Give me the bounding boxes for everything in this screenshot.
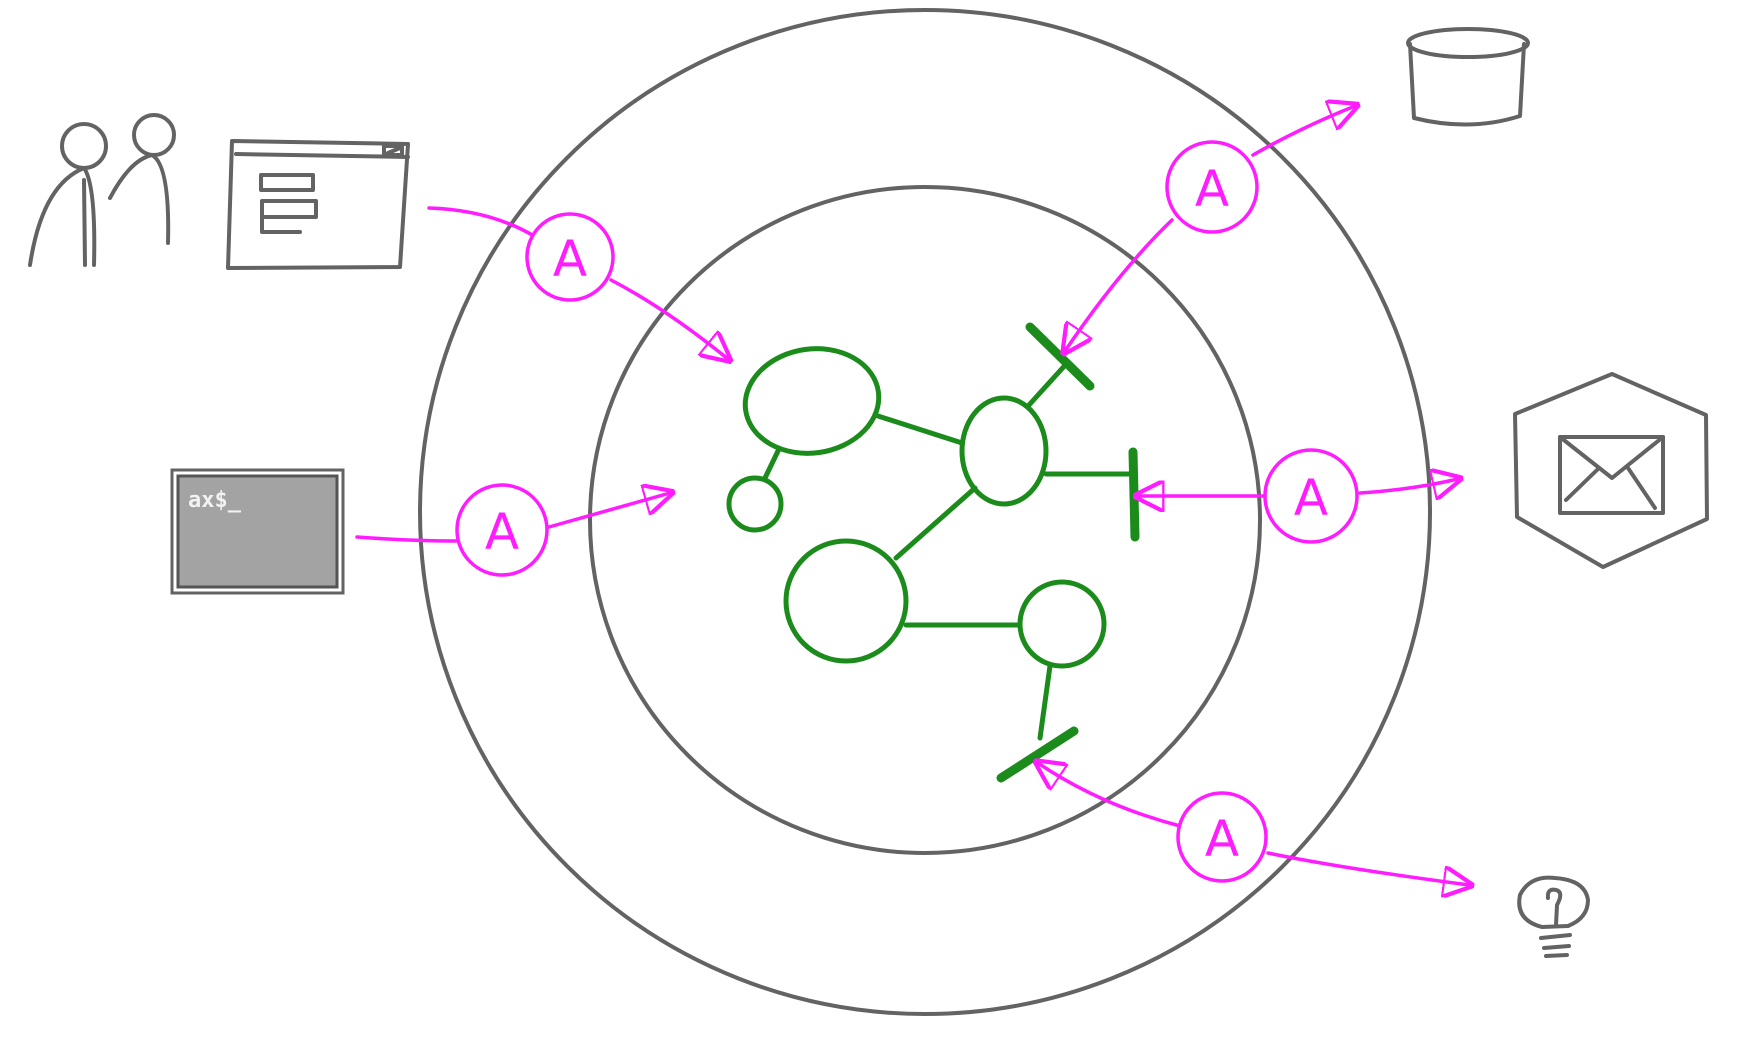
connection-gui-to-core xyxy=(609,278,728,359)
adapter: A xyxy=(1176,791,1268,883)
connection-terminal-to-core xyxy=(547,493,670,529)
domain-link xyxy=(893,485,978,561)
port-bottom xyxy=(996,726,1079,783)
domain-node-center xyxy=(959,395,1049,507)
domain-node-right xyxy=(1017,579,1107,669)
outer-ring xyxy=(418,8,1432,1016)
adapter-label: A xyxy=(1205,810,1239,868)
domain-core xyxy=(726,322,1140,783)
connection-db-to-port xyxy=(1065,218,1174,351)
adapter-circle xyxy=(455,483,549,577)
adapter-circle xyxy=(1165,140,1259,234)
adapter: A xyxy=(1263,448,1359,544)
adapter: A xyxy=(525,212,615,302)
adapter-label: A xyxy=(485,503,519,561)
domain-node-small xyxy=(726,475,784,533)
adapter-circle xyxy=(525,212,615,302)
adapter: A xyxy=(1165,140,1259,234)
domain-link xyxy=(1037,663,1053,741)
gui-window-icon xyxy=(226,139,410,270)
port-top xyxy=(1025,322,1095,391)
lightbulb-icon xyxy=(1517,875,1590,958)
terminal-icon: ax$_ xyxy=(170,468,345,595)
adapter-connections xyxy=(355,106,1469,885)
terminal-prompt: ax$_ xyxy=(188,488,242,513)
connection-terminal-in xyxy=(355,535,458,543)
connection-bulb-to-port xyxy=(1038,763,1182,828)
inner-ring xyxy=(588,185,1262,855)
connection-gui-in xyxy=(427,206,536,238)
adapter-label: A xyxy=(1195,160,1229,218)
adapter-circle xyxy=(1263,448,1359,544)
connection-bulb-out xyxy=(1266,851,1469,885)
port-right xyxy=(1128,447,1140,542)
domain-link xyxy=(762,448,781,481)
connection-db-out xyxy=(1251,106,1355,157)
domain-node-large-top xyxy=(742,346,882,456)
adapter-label: A xyxy=(553,230,587,288)
connection-mail-out xyxy=(1358,479,1458,493)
adapter-circle xyxy=(1176,791,1268,883)
domain-link xyxy=(875,413,965,446)
users-icon xyxy=(28,113,176,267)
mail-hexagon-icon xyxy=(1513,372,1709,569)
domain-node-large-bottom xyxy=(783,538,909,664)
database-icon xyxy=(1406,27,1530,127)
adapter: A xyxy=(455,483,549,577)
adapter-label: A xyxy=(1294,469,1328,527)
domain-link xyxy=(1026,359,1071,408)
